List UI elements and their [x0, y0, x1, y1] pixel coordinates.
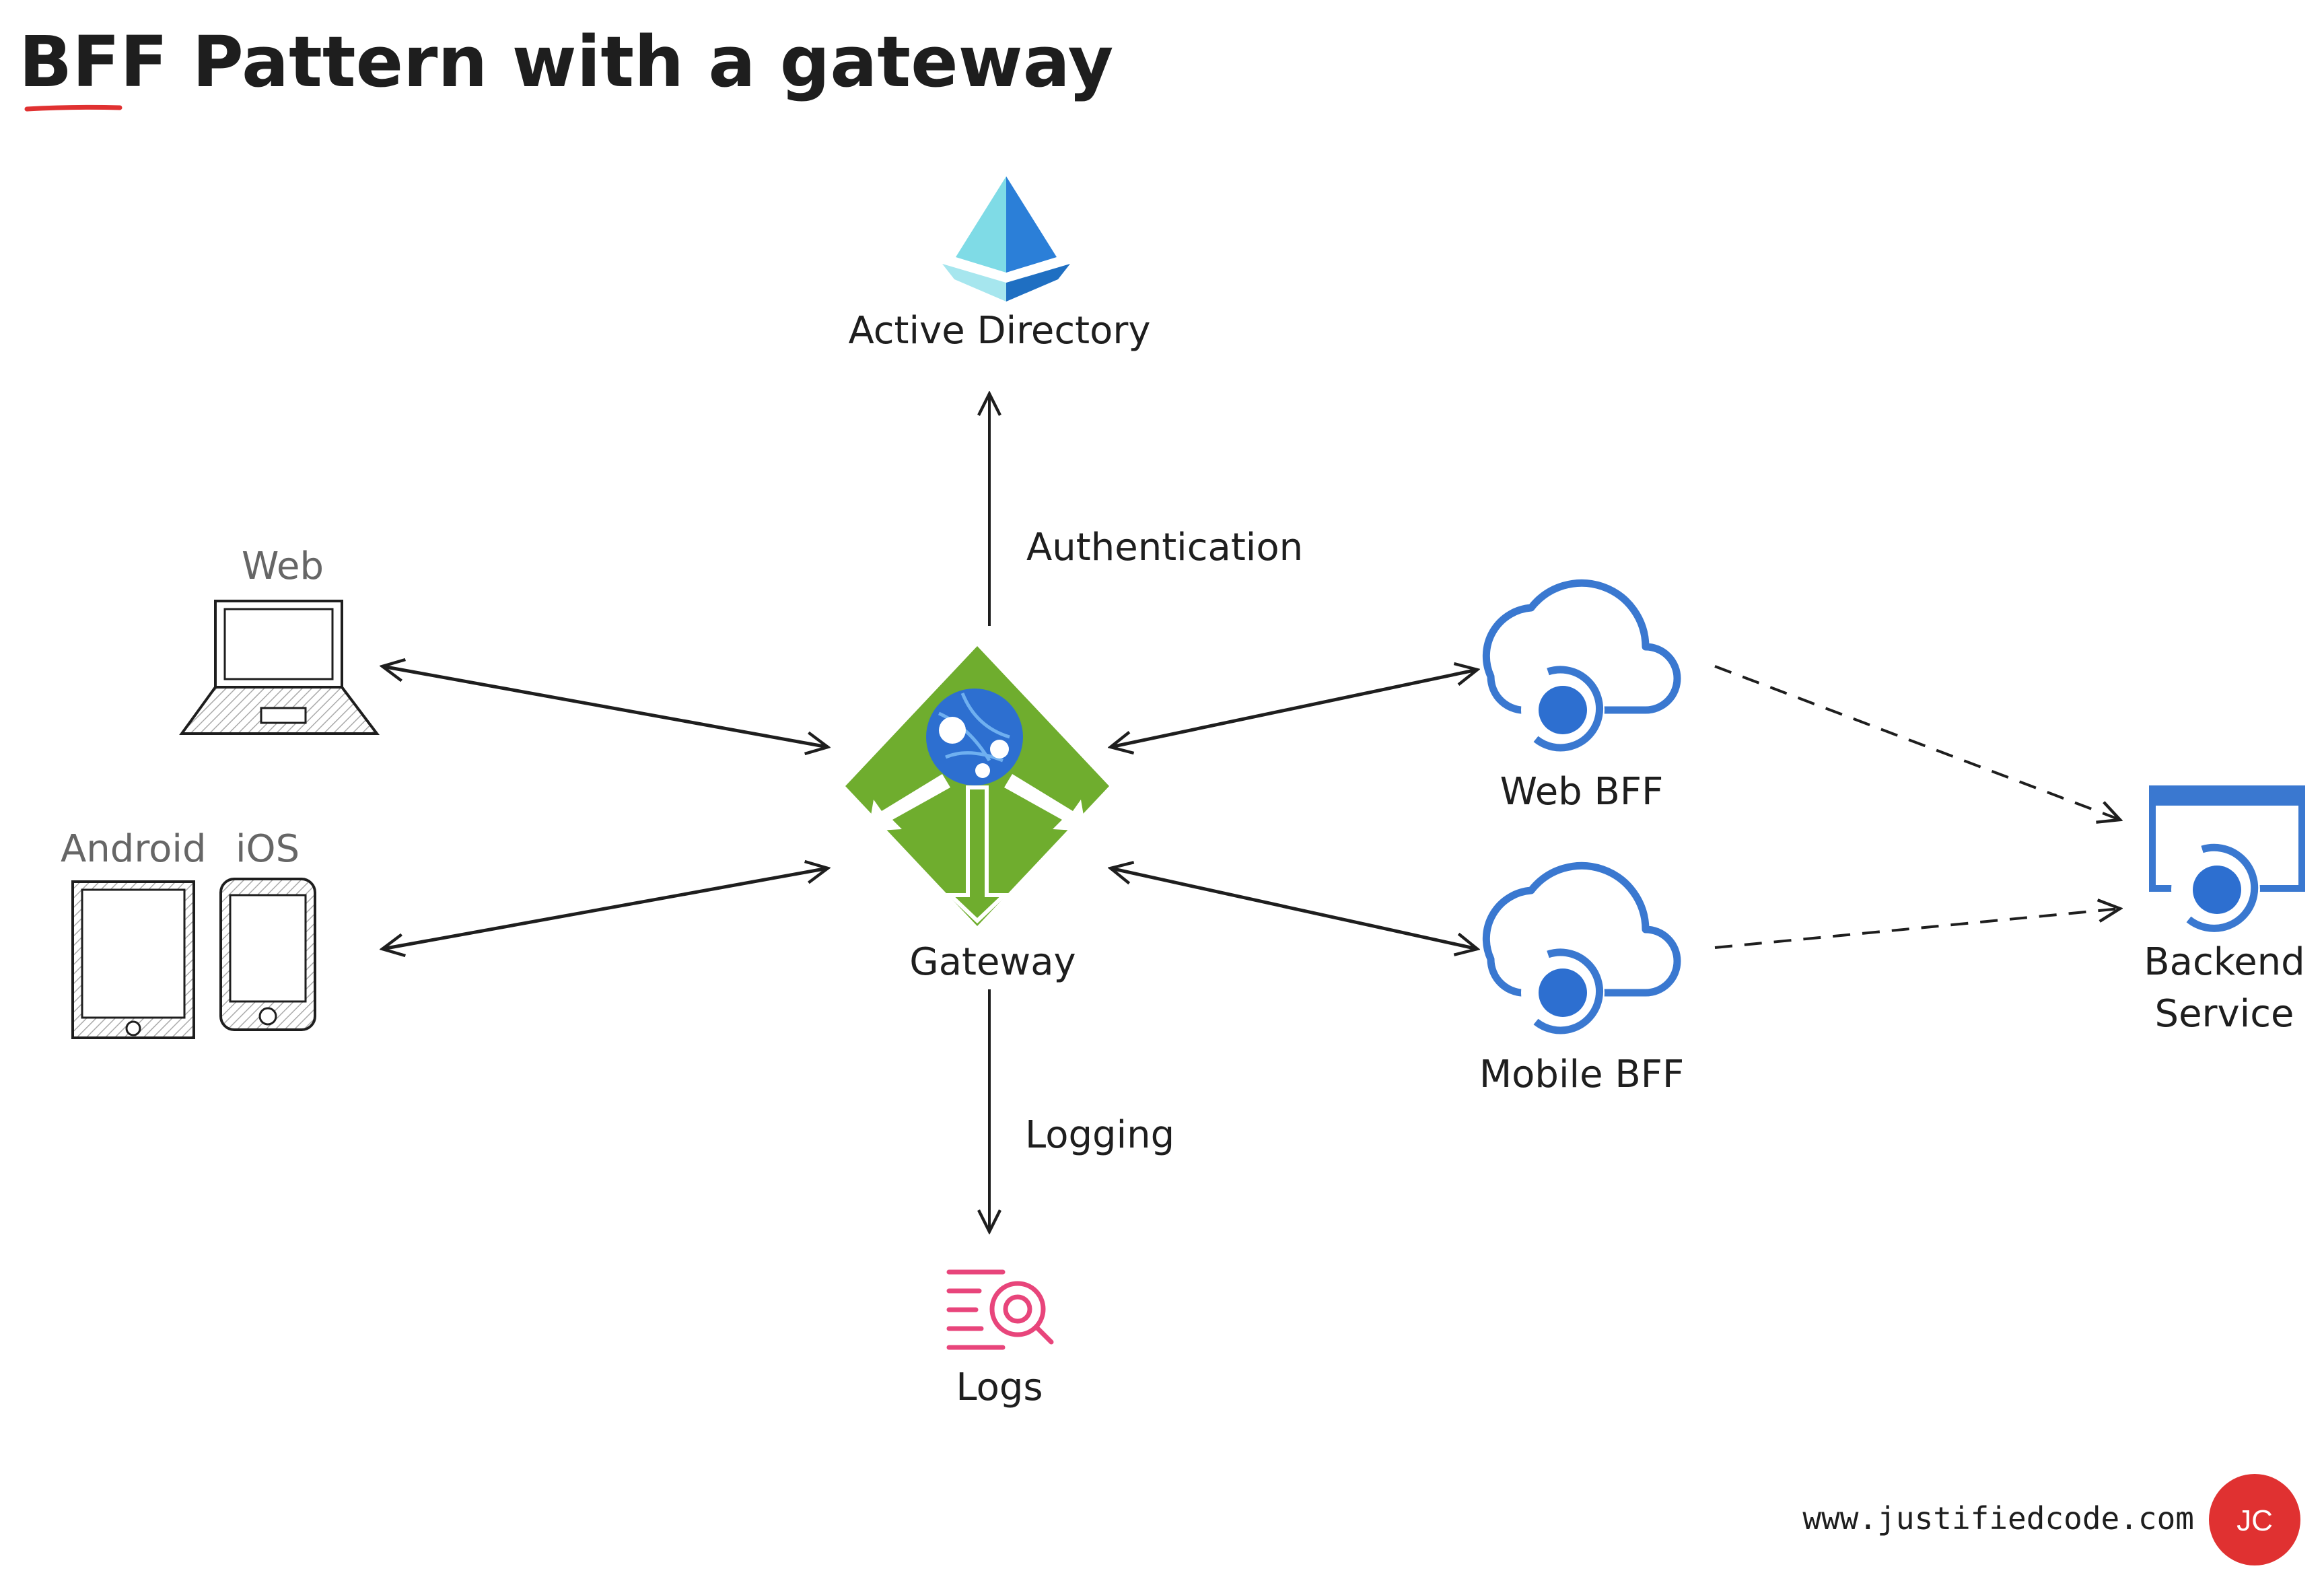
backend-label-line1: Backend: [2144, 940, 2304, 984]
backend-label-line2: Service: [2155, 992, 2294, 1036]
edge-gateway-webbff: [1111, 670, 1477, 747]
edge-mobilebff-backend: [1714, 909, 2120, 949]
web-bff-label: Web BFF: [1500, 770, 1664, 814]
authentication-label: Authentication: [1026, 526, 1303, 569]
log-search-icon: [946, 1269, 1054, 1350]
phone-icon: [219, 878, 316, 1031]
ios-label: iOS: [236, 827, 300, 871]
gateway-label: Gateway: [909, 940, 1076, 984]
jc-badge: [2209, 1474, 2300, 1565]
title-underline: [24, 104, 122, 112]
active-directory-label: Active Directory: [848, 309, 1150, 353]
window-icon: [2149, 785, 2305, 934]
android-label: Android: [61, 827, 207, 871]
gateway-icon: [845, 646, 1109, 926]
laptop-icon: [179, 600, 380, 735]
cloud-icon: [1482, 579, 1681, 752]
edge-gateway-mobilebff: [1111, 868, 1477, 949]
jc-badge-text: JC: [2237, 1504, 2273, 1537]
tablet-icon: [71, 880, 195, 1039]
footer-url[interactable]: www.justifiedcode.com: [1802, 1500, 2194, 1537]
logs-label: Logs: [956, 1366, 1043, 1409]
page-title: BFF Pattern with a gateway: [19, 21, 1113, 103]
logging-label: Logging: [1025, 1113, 1174, 1157]
edge-mobile-gateway: [382, 868, 828, 949]
cloud-icon: [1482, 861, 1681, 1034]
edge-web-gateway: [382, 666, 828, 747]
pyramid-icon: [942, 176, 1070, 302]
mobile-bff-label: Mobile BFF: [1479, 1053, 1684, 1096]
edge-webbff-backend: [1714, 665, 2120, 820]
web-client-label: Web: [242, 544, 324, 588]
